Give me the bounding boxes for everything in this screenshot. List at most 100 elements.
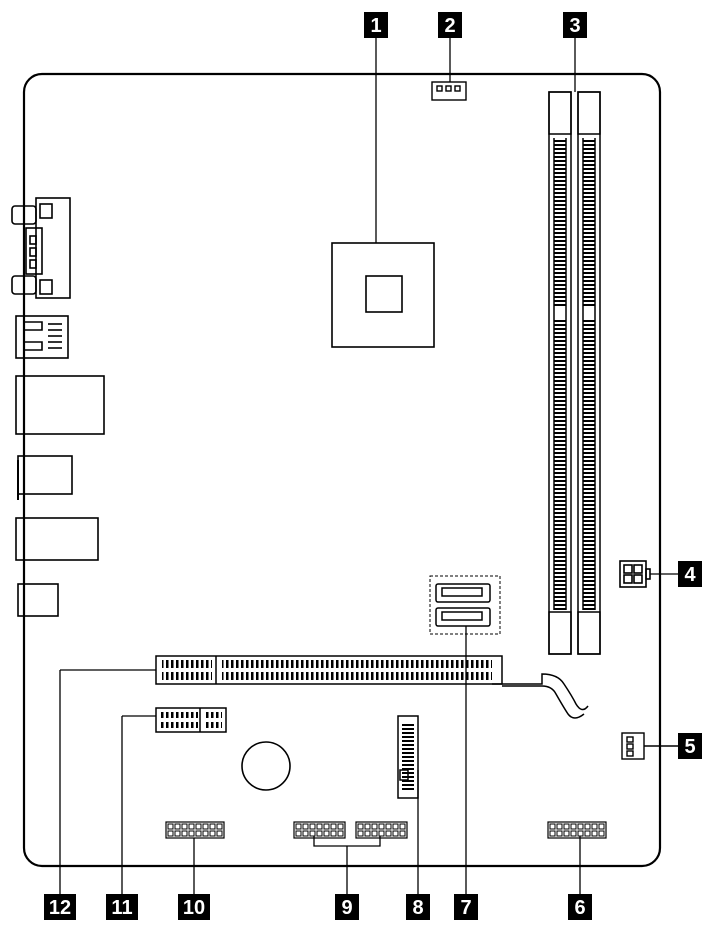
header-pin xyxy=(549,823,556,830)
header-pin xyxy=(167,823,174,830)
callout-3: 3 xyxy=(563,12,587,38)
svg-text:3: 3 xyxy=(569,15,580,37)
usb-port-stack xyxy=(17,455,73,495)
svg-text:5: 5 xyxy=(684,736,695,758)
callout-7: 7 xyxy=(454,894,478,920)
header-pin xyxy=(357,823,364,830)
header-pin xyxy=(188,823,195,830)
header-pin xyxy=(323,823,330,830)
header-pin xyxy=(584,823,591,830)
header-pin xyxy=(556,823,563,830)
header-pin xyxy=(577,823,584,830)
header-pin xyxy=(216,830,223,837)
header-pin xyxy=(598,823,605,830)
callout-4: 4 xyxy=(678,561,702,587)
header-pin xyxy=(302,823,309,830)
header-pin xyxy=(378,830,385,837)
callout-9: 9 xyxy=(335,894,359,920)
header-pin xyxy=(309,830,316,837)
svg-text:4: 4 xyxy=(684,564,696,586)
callout-11: 11 xyxy=(106,894,138,920)
header-pin xyxy=(392,823,399,830)
header-pin xyxy=(584,830,591,837)
header-pin xyxy=(591,830,598,837)
header-pin xyxy=(316,830,323,837)
header-pin xyxy=(385,823,392,830)
pcie-x1-slot xyxy=(155,707,227,733)
header-pin xyxy=(357,830,364,837)
callout-12: 12 xyxy=(44,894,76,920)
header-pin xyxy=(323,830,330,837)
callout-10: 10 xyxy=(178,894,210,920)
header-pin xyxy=(195,830,202,837)
display-port xyxy=(15,315,69,359)
cpu-fan-connector xyxy=(431,81,467,101)
leader-lines xyxy=(59,38,678,894)
pin-header-10 xyxy=(165,821,225,839)
header-pin xyxy=(209,823,216,830)
header-pin xyxy=(392,830,399,837)
svg-text:2: 2 xyxy=(444,15,455,37)
cmos-battery xyxy=(241,741,291,791)
header-pin xyxy=(167,830,174,837)
header-pin xyxy=(302,830,309,837)
pin-header-9a xyxy=(293,821,346,839)
usb-lan-port xyxy=(15,375,105,435)
header-pin xyxy=(337,830,344,837)
header-pin xyxy=(563,830,570,837)
audio-port xyxy=(17,583,59,617)
header-pin xyxy=(330,823,337,830)
svg-text:6: 6 xyxy=(574,897,585,919)
header-pin xyxy=(330,830,337,837)
svg-text:11: 11 xyxy=(111,897,132,919)
pin-header-9b xyxy=(355,821,408,839)
header-pin xyxy=(209,830,216,837)
header-pin xyxy=(385,830,392,837)
pin-header-6 xyxy=(547,821,607,839)
board-outline xyxy=(22,72,662,868)
header-pin xyxy=(399,823,406,830)
header-pin xyxy=(202,830,209,837)
callout-5: 5 xyxy=(678,733,702,759)
header-pin xyxy=(316,823,323,830)
svg-text:10: 10 xyxy=(183,897,205,919)
system-fan-connector xyxy=(621,732,678,760)
header-pin xyxy=(174,823,181,830)
header-pin xyxy=(195,823,202,830)
header-pin xyxy=(202,823,209,830)
header-pin xyxy=(364,823,371,830)
header-pin xyxy=(598,830,605,837)
memory-slots xyxy=(548,91,601,655)
serial-port xyxy=(11,197,71,299)
callout-6: 6 xyxy=(568,894,592,920)
header-pin xyxy=(295,823,302,830)
callout-1: 1 xyxy=(364,12,388,38)
header-pin xyxy=(563,823,570,830)
header-pin xyxy=(188,830,195,837)
svg-text:7: 7 xyxy=(460,897,471,919)
header-pin xyxy=(549,830,556,837)
header-pin xyxy=(570,823,577,830)
power-connector-4pin xyxy=(619,560,651,588)
header-pin xyxy=(364,830,371,837)
header-pin xyxy=(337,823,344,830)
header-pin xyxy=(181,823,188,830)
cpu-die xyxy=(365,275,403,313)
header-pin xyxy=(556,830,563,837)
header-pin xyxy=(174,830,181,837)
header-pin xyxy=(371,830,378,837)
svg-text:1: 1 xyxy=(370,15,381,37)
header-pin xyxy=(371,823,378,830)
header-pin xyxy=(181,830,188,837)
sata-connectors xyxy=(429,575,501,635)
callout-2: 2 xyxy=(438,12,462,38)
header-pin xyxy=(577,830,584,837)
pcie-x16-slot xyxy=(155,655,589,719)
svg-text:12: 12 xyxy=(49,897,71,919)
header-pin xyxy=(570,830,577,837)
header-pin xyxy=(216,823,223,830)
usb-port-stack-2 xyxy=(15,517,99,561)
callout-8: 8 xyxy=(406,894,430,920)
header-pin xyxy=(591,823,598,830)
